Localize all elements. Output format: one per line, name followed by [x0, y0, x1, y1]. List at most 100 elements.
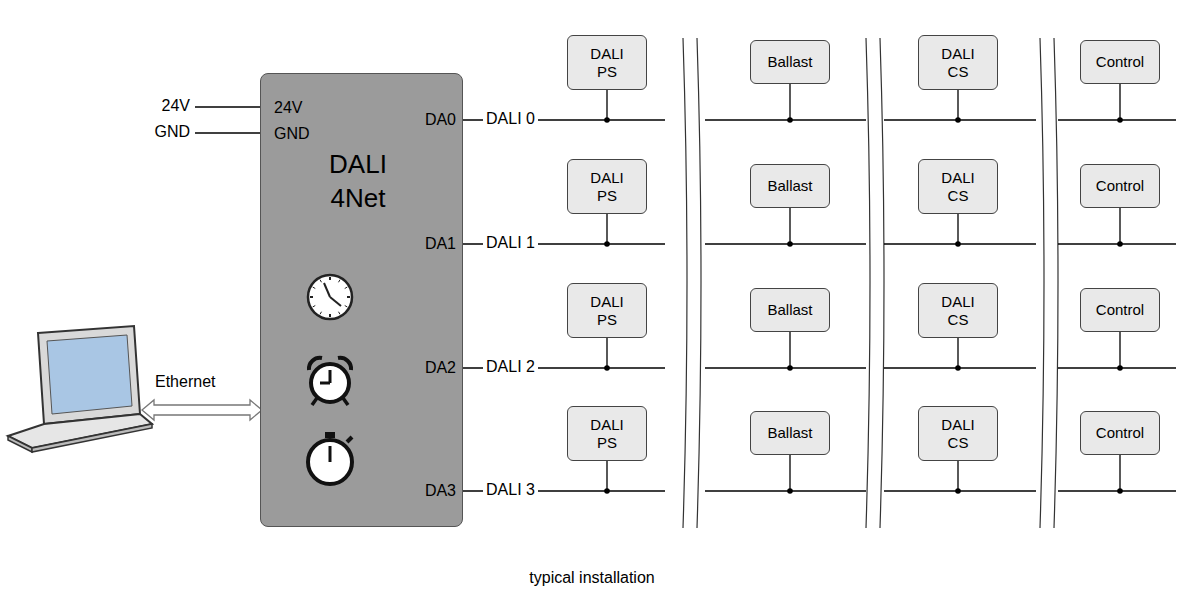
- ethernet-arrow: [142, 400, 262, 420]
- device-name: Ballast: [767, 424, 812, 441]
- break-line: [866, 38, 870, 528]
- bus-label: DALI 1: [483, 234, 538, 252]
- bus-segment: [705, 243, 866, 244]
- device-name: Ballast: [767, 301, 812, 318]
- device-name: DALI PS: [584, 169, 630, 204]
- device-stem: [957, 338, 958, 368]
- supply-wire: [195, 106, 260, 107]
- junction-dot: [787, 488, 793, 494]
- device-name: Control: [1096, 424, 1144, 441]
- device-name: DALI PS: [584, 293, 630, 328]
- device-stem: [957, 90, 958, 120]
- break-line: [683, 38, 687, 528]
- device-stem: [789, 455, 790, 491]
- junction-dot: [787, 365, 793, 371]
- bus-segment: [705, 367, 866, 368]
- device-name: DALI CS: [935, 45, 981, 80]
- device-name: DALI PS: [584, 416, 630, 451]
- device-box: Ballast: [750, 164, 830, 208]
- bus-segment: [607, 490, 665, 491]
- bus-segment: [1058, 367, 1176, 368]
- bus-segment: [1058, 119, 1176, 120]
- device-box: Ballast: [750, 411, 830, 455]
- break-line: [697, 38, 701, 528]
- device-box: Control: [1080, 411, 1160, 455]
- device-stem: [1119, 332, 1120, 368]
- junction-dot: [1117, 241, 1123, 247]
- device-name: DALI CS: [935, 169, 981, 204]
- laptop-edge: [32, 424, 152, 452]
- break-line: [1040, 38, 1044, 528]
- device-stem: [789, 332, 790, 368]
- device-name: Ballast: [767, 177, 812, 194]
- junction-dot: [955, 488, 961, 494]
- bus-segment: [607, 367, 665, 368]
- pin-label: GND: [274, 125, 310, 143]
- supply-label: GND: [138, 123, 190, 141]
- junction-dot: [955, 365, 961, 371]
- laptop-lid: [38, 326, 140, 424]
- caption: typical installation: [0, 569, 1184, 587]
- bus-label: DALI 0: [483, 110, 538, 128]
- pin-label: 24V: [274, 99, 302, 117]
- junction-dot: [787, 241, 793, 247]
- bus-segment: [607, 119, 665, 120]
- bus-segment: [705, 119, 866, 120]
- device-box: DALI PS: [567, 35, 647, 90]
- supply-label: 24V: [150, 97, 190, 115]
- device-box: DALI PS: [567, 159, 647, 214]
- junction-dot: [955, 241, 961, 247]
- junction-dot: [1117, 488, 1123, 494]
- device-stem: [1119, 455, 1120, 491]
- device-name: DALI PS: [584, 45, 630, 80]
- bus-segment: [705, 490, 866, 491]
- device-box: Control: [1080, 40, 1160, 84]
- device-box: DALI CS: [918, 283, 998, 338]
- device-box: DALI CS: [918, 35, 998, 90]
- bus-label: DALI 2: [483, 358, 538, 376]
- device-name: Control: [1096, 53, 1144, 70]
- device-box: DALI PS: [567, 283, 647, 338]
- break-line: [1054, 38, 1058, 528]
- bus-label: DALI 3: [483, 481, 538, 499]
- port-label: DA0: [425, 111, 456, 129]
- device-title: DALI 4Net: [323, 148, 393, 216]
- junction-dot: [955, 117, 961, 123]
- device-stem: [957, 214, 958, 244]
- port-label: DA3: [425, 482, 456, 500]
- device-box: Control: [1080, 288, 1160, 332]
- break-marks: [683, 38, 1058, 528]
- device-stem: [1119, 84, 1120, 120]
- device-box: DALI CS: [918, 159, 998, 214]
- device-box: Ballast: [750, 288, 830, 332]
- laptop-edge: [8, 436, 32, 452]
- bus-segment: [1058, 490, 1176, 491]
- port-label: DA2: [425, 359, 456, 377]
- device-name: DALI CS: [935, 416, 981, 451]
- junction-dot: [1117, 117, 1123, 123]
- device-name: Control: [1096, 301, 1144, 318]
- bus-segment: [1058, 243, 1176, 244]
- junction-dot: [1117, 365, 1123, 371]
- controller-box: DALI 4Net 24V GND DA0DA1DA2DA3: [260, 73, 463, 527]
- bus-segment: [607, 243, 665, 244]
- device-stem: [789, 84, 790, 120]
- port-label: DA1: [425, 235, 456, 253]
- laptop-screen: [47, 335, 132, 414]
- device-name: Control: [1096, 177, 1144, 194]
- interface-label: Ethernet: [155, 373, 215, 391]
- laptop-icon: [0, 326, 152, 452]
- device-stem: [1119, 208, 1120, 244]
- ground-wire: [195, 132, 260, 133]
- device-box: DALI CS: [918, 406, 998, 461]
- device-stem: [789, 208, 790, 244]
- device-box: Control: [1080, 164, 1160, 208]
- device-box: DALI PS: [567, 406, 647, 461]
- device-name: DALI CS: [935, 293, 981, 328]
- device-stem: [957, 461, 958, 491]
- break-line: [880, 38, 884, 528]
- junction-dot: [787, 117, 793, 123]
- dali-buses: [604, 84, 1176, 494]
- device-name: Ballast: [767, 53, 812, 70]
- device-box: Ballast: [750, 40, 830, 84]
